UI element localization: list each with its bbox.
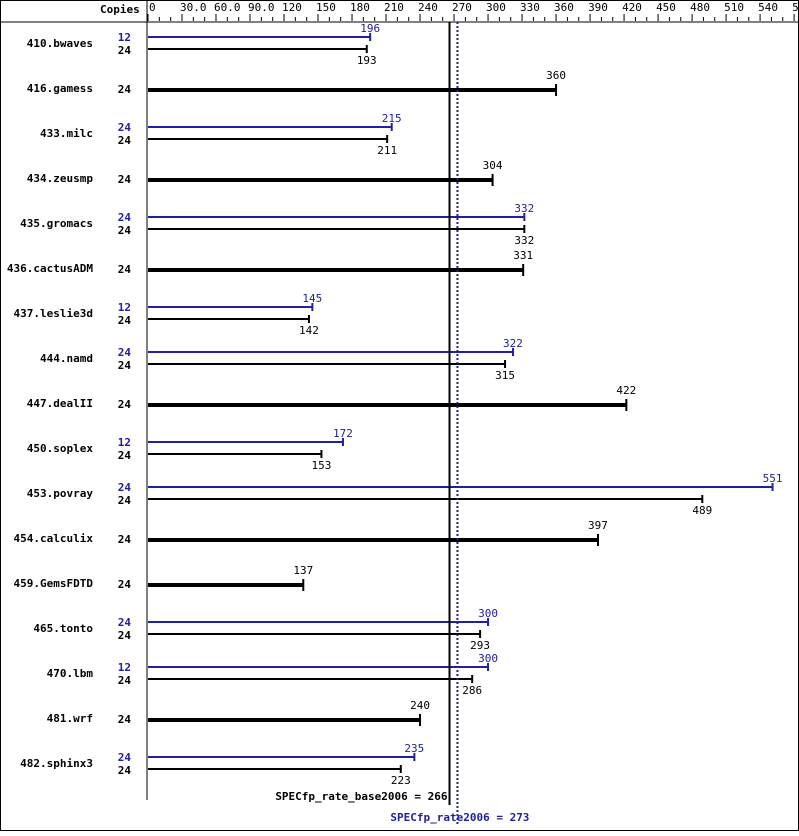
copies-label-base: 24 (118, 359, 132, 372)
copies-label-base: 24 (118, 44, 132, 57)
x-tick-label: 30.0 (180, 1, 207, 14)
value-label-peak: 215 (382, 112, 402, 125)
value-label: 137 (293, 564, 313, 577)
value-label: 240 (410, 699, 430, 712)
value-label: 422 (616, 384, 636, 397)
copies-label-base: 24 (118, 134, 132, 147)
benchmark-label: 482.sphinx3 (20, 757, 93, 770)
benchmark-label: 434.zeusmp (27, 172, 94, 185)
x-tick-label: 420 (622, 1, 642, 14)
value-label-peak: 332 (514, 202, 534, 215)
value-label-base: 315 (495, 369, 515, 382)
copies-label-base: 24 (118, 764, 132, 777)
x-tick-label: 240 (418, 1, 438, 14)
benchmark-label: 436.cactusADM (7, 262, 93, 275)
value-label-base: 211 (377, 144, 397, 157)
copies-label-peak: 24 (118, 481, 132, 494)
x-tick-label: 270 (452, 1, 472, 14)
copies-label: 24 (118, 83, 132, 96)
x-tick-label: 60.0 (214, 1, 241, 14)
x-tick-label: 390 (588, 1, 608, 14)
value-label-base: 223 (391, 774, 411, 787)
benchmark-label: 433.milc (40, 127, 93, 140)
copies-label-base: 24 (118, 494, 132, 507)
x-tick-label: 510 (724, 1, 744, 14)
copies-label-base: 24 (118, 449, 132, 462)
value-label-base: 193 (357, 54, 377, 67)
copies-label: 24 (118, 173, 132, 186)
x-tick-label: 150 (316, 1, 336, 14)
value-label-base: 489 (692, 504, 712, 517)
copies-label-peak: 24 (118, 346, 132, 359)
benchmark-label: 481.wrf (47, 712, 93, 725)
copies-label: 24 (118, 263, 132, 276)
benchmark-label: 453.povray (27, 487, 94, 500)
copies-label-peak: 24 (118, 211, 132, 224)
x-tick-label: 120 (282, 1, 302, 14)
value-label: 360 (546, 69, 566, 82)
benchmark-label: 416.gamess (27, 82, 93, 95)
value-label-base: 286 (462, 684, 482, 697)
value-label: 331 (513, 249, 533, 262)
peak-reference-label: SPECfp_rate2006 = 273 (390, 811, 529, 824)
value-label-peak: 235 (404, 742, 424, 755)
copies-label-base: 24 (118, 674, 132, 687)
x-tick-label: 570 (792, 1, 799, 14)
value-label-peak: 196 (360, 22, 380, 35)
benchmark-label: 465.tonto (33, 622, 93, 635)
copies-label-base: 24 (118, 314, 132, 327)
base-reference-label: SPECfp_rate_base2006 = 266 (275, 790, 448, 803)
value-label-peak: 172 (333, 427, 353, 440)
value-label-base: 153 (311, 459, 331, 472)
copies-label-base: 24 (118, 629, 132, 642)
value-label-base: 142 (299, 324, 319, 337)
benchmark-label: 459.GemsFDTD (14, 577, 94, 590)
value-label-peak: 145 (302, 292, 322, 305)
benchmark-label: 410.bwaves (27, 37, 93, 50)
copies-label-peak: 12 (118, 436, 131, 449)
copies-label: 24 (118, 713, 132, 726)
benchmark-label: 444.namd (40, 352, 93, 365)
value-label-peak: 300 (478, 652, 498, 665)
copies-label-peak: 12 (118, 661, 131, 674)
x-tick-label: 360 (554, 1, 574, 14)
x-tick-label: 210 (384, 1, 404, 14)
x-tick-label: 450 (656, 1, 676, 14)
x-tick-label: 0 (149, 1, 156, 14)
value-label-base: 293 (470, 639, 490, 652)
value-label-base: 332 (514, 234, 534, 247)
copies-label-peak: 24 (118, 751, 132, 764)
benchmark-label: 470.lbm (47, 667, 94, 680)
copies-label: 24 (118, 398, 132, 411)
x-tick-label: 540 (758, 1, 778, 14)
x-tick-label: 180 (350, 1, 370, 14)
value-label-peak: 322 (503, 337, 523, 350)
x-tick-label: 330 (520, 1, 540, 14)
copies-header: Copies (100, 3, 140, 16)
copies-label: 24 (118, 578, 132, 591)
copies-label-peak: 24 (118, 121, 132, 134)
value-label-peak: 551 (763, 472, 783, 485)
x-tick-label: 90.0 (248, 1, 275, 14)
benchmark-label: 447.dealII (27, 397, 93, 410)
copies-label-peak: 12 (118, 301, 131, 314)
value-label: 304 (483, 159, 503, 172)
copies-label-base: 24 (118, 224, 132, 237)
benchmark-label: 454.calculix (14, 532, 94, 545)
value-label: 397 (588, 519, 608, 532)
benchmark-label: 435.gromacs (20, 217, 93, 230)
copies-label-peak: 24 (118, 616, 132, 629)
benchmark-label: 437.leslie3d (14, 307, 93, 320)
copies-label-peak: 12 (118, 31, 131, 44)
x-tick-label: 300 (486, 1, 506, 14)
value-label-peak: 300 (478, 607, 498, 620)
copies-label: 24 (118, 533, 132, 546)
benchmark-label: 450.soplex (27, 442, 94, 455)
x-tick-label: 480 (690, 1, 710, 14)
